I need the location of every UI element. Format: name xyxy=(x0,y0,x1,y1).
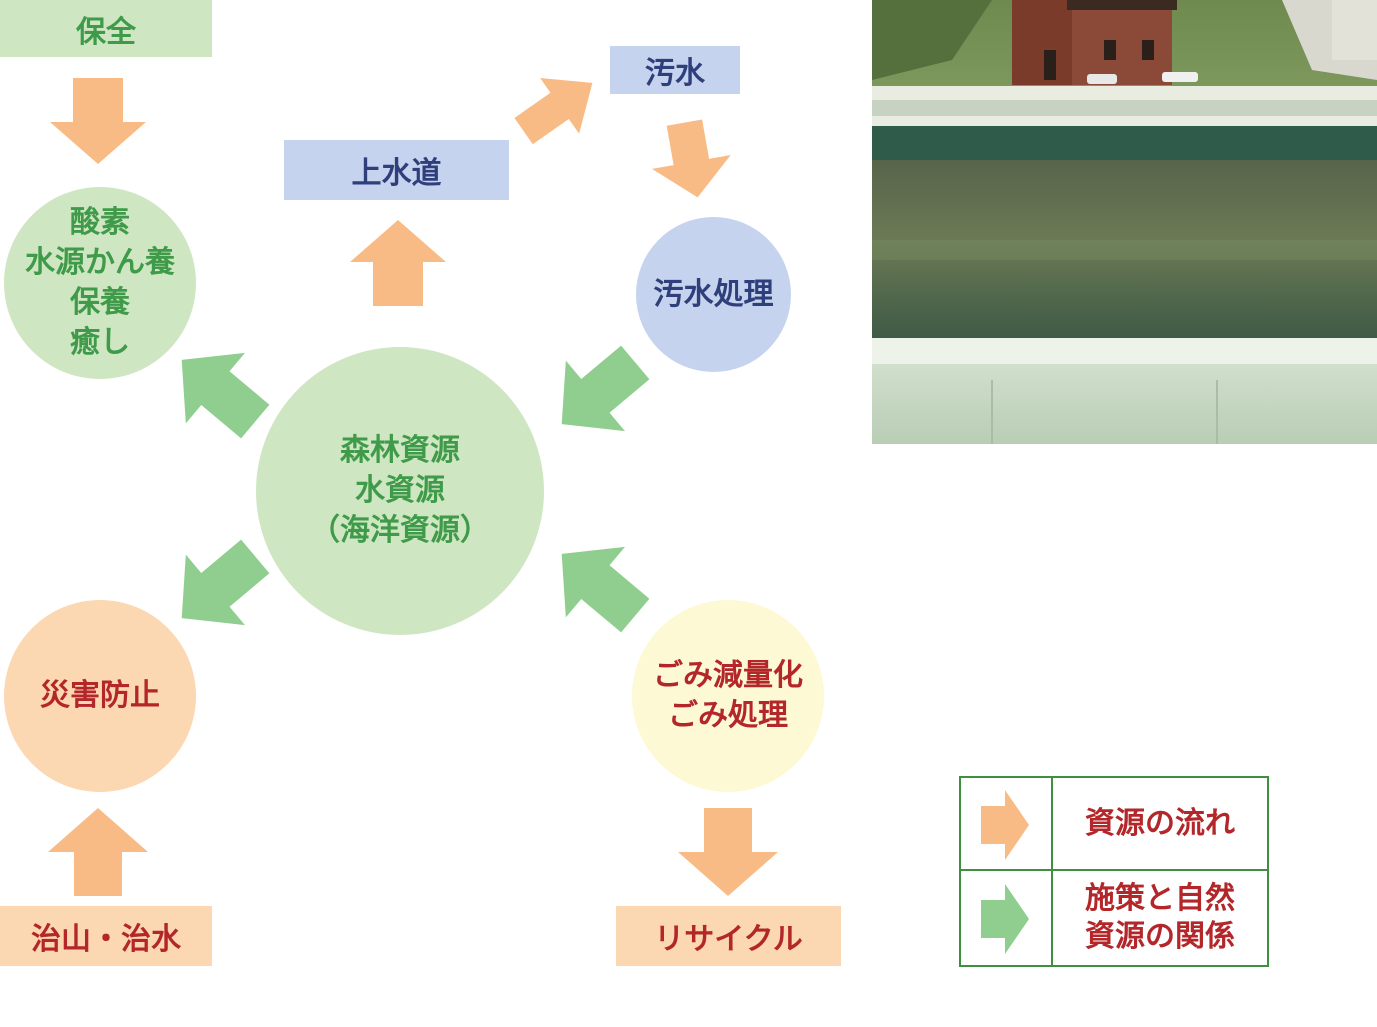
center-line-3: （海洋資源） xyxy=(310,513,490,548)
green-arrow-to-disaster xyxy=(181,539,270,626)
legend: 資源の流れ 施策と自然 資源の関係 xyxy=(959,776,1269,967)
box-conservation: 保全 xyxy=(0,0,212,57)
orange-arrow-to-sewage-treatment xyxy=(651,119,731,198)
sewage-treatment-label: 汚水処理 xyxy=(653,276,774,312)
box-erosion-control: 治山・治水 xyxy=(0,906,212,966)
orange-arrow-recycle-down xyxy=(678,808,778,896)
green-arrow-from-waste xyxy=(561,546,650,633)
legend-policy-line-1: 施策と自然 xyxy=(1085,881,1235,916)
legend-policy-line-2: 資源の関係 xyxy=(1085,919,1235,954)
orange-arrow-water-supply-up xyxy=(350,220,446,306)
box-water-supply: 上水道 xyxy=(284,140,509,200)
green-arrow-from-sewage-treatment xyxy=(561,345,650,432)
center-line-2: 水資源 xyxy=(355,473,445,508)
oxygen-line-1: 酸素 xyxy=(70,205,130,240)
disaster-prevention-label: 災害防止 xyxy=(40,678,160,713)
water-treatment-facility-photo xyxy=(872,0,1377,444)
orange-arrow-conservation-down xyxy=(50,78,146,164)
legend-policy-relation-label: 施策と自然 資源の関係 xyxy=(1053,871,1267,965)
green-arrow-to-oxygen xyxy=(181,352,270,439)
box-sewage: 汚水 xyxy=(610,46,740,94)
waste-line-2: ごみ処理 xyxy=(668,698,788,733)
circle-oxygen-water-source: 酸素 水源かん養 保養 癒し xyxy=(4,187,196,379)
center-line-1: 森林資源 xyxy=(340,433,460,468)
legend-resource-flow-label: 資源の流れ xyxy=(1085,805,1235,841)
waste-line-1: ごみ減量化 xyxy=(653,658,803,693)
circle-disaster-prevention: 災害防止 xyxy=(4,600,196,792)
box-recycle: リサイクル xyxy=(616,906,841,966)
oxygen-line-4: 癒し xyxy=(70,325,130,360)
oxygen-line-2: 水源かん養 xyxy=(25,245,175,280)
circle-forest-water-resources: 森林資源 水資源 （海洋資源） xyxy=(256,347,544,635)
legend-orange-arrow-icon xyxy=(981,790,1029,860)
circle-sewage-treatment: 汚水処理 xyxy=(636,217,791,372)
oxygen-line-3: 保養 xyxy=(70,285,130,320)
legend-green-arrow-icon xyxy=(981,884,1029,954)
circle-waste-reduction: ごみ減量化 ごみ処理 xyxy=(632,600,824,792)
orange-arrow-erosion-up xyxy=(48,808,148,896)
orange-arrow-to-sewage xyxy=(514,78,593,145)
